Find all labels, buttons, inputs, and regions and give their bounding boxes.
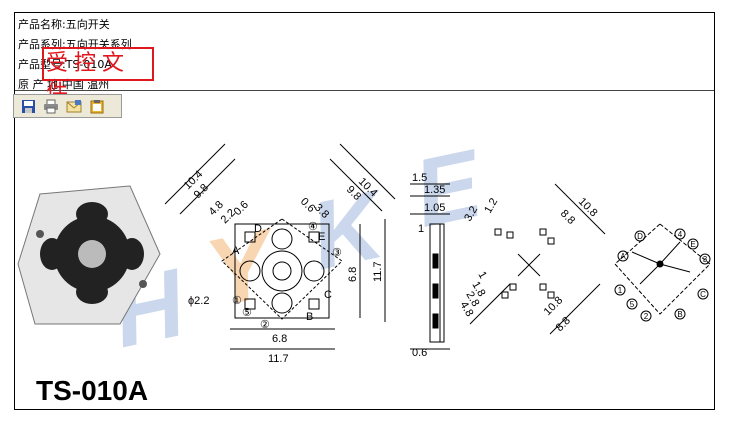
- sch-label-2: 2: [644, 312, 649, 321]
- pin-label-2: ②: [260, 319, 270, 331]
- side-dim-0: 1.5: [412, 172, 427, 184]
- dim-side-1: 11.7: [372, 261, 384, 282]
- pad-dim-2: 10.8: [576, 196, 600, 220]
- product-photo: [17, 185, 161, 325]
- pin-label-5: ⑤: [242, 307, 252, 319]
- side-dim-3: 1: [418, 223, 424, 235]
- controlled-document-stamp: 受控文件: [42, 47, 154, 106]
- pin-label-b: B: [306, 311, 313, 323]
- main-footprint: [164, 143, 396, 350]
- sch-label-3: 3: [703, 255, 708, 264]
- side-dim-4: 0.6: [412, 347, 427, 359]
- sch-label-b: B: [677, 310, 682, 319]
- origin: 原 产 地:中国 温州: [18, 78, 110, 91]
- sch-label-a: A: [620, 252, 626, 261]
- dim-side-0: 6.8: [347, 267, 359, 282]
- dim-bottom-1: 11.7: [268, 353, 289, 365]
- watermark: H Y K E: [104, 129, 493, 368]
- pad-dim-9: 8.8: [554, 315, 573, 334]
- pin-label-4: ④: [308, 221, 318, 233]
- side-dim-1: 1.35: [424, 184, 445, 196]
- side-view: [410, 183, 450, 350]
- pad-layout: [469, 183, 606, 335]
- pad-dim-3: 8.8: [558, 208, 577, 227]
- toolbar: [13, 94, 122, 118]
- pad-dim-4: 1: [475, 270, 488, 281]
- clipboard-icon[interactable]: [88, 97, 106, 115]
- pad-dim-8: 10.8: [542, 294, 566, 318]
- sch-label-5: 5: [630, 300, 635, 309]
- sch-label-c: C: [700, 290, 706, 299]
- sch-label-d: D: [637, 232, 643, 241]
- email-icon[interactable]: [65, 97, 83, 115]
- sch-label-e: E: [690, 240, 695, 249]
- side-dim-2: 1.05: [424, 202, 445, 214]
- product-name: 产品名称:五向开关: [18, 18, 110, 31]
- pin-label-c: C: [324, 289, 332, 301]
- product-info: 产品名称:五向开关 产品系列:五向开关系列 产品型号:TS-010A 原 产 地…: [18, 15, 132, 95]
- schematic: [614, 223, 711, 322]
- sch-label-1: 1: [618, 286, 623, 295]
- model-label: TS-010A: [36, 375, 148, 406]
- technical-drawing: H Y K E 10.4: [17, 129, 711, 406]
- sch-label-4: 4: [678, 230, 683, 239]
- divider: [15, 90, 714, 91]
- diameter-label: ϕ2.2: [188, 295, 209, 307]
- product-model: 产品型号:TS-010A: [18, 58, 112, 71]
- pin-label-e: E: [318, 231, 325, 243]
- pin-label-d: D: [254, 223, 262, 235]
- save-icon[interactable]: [19, 97, 37, 115]
- pin-label-3: ③: [332, 247, 342, 259]
- pin-label-1: ①: [232, 295, 242, 307]
- dim-bottom-0: 6.8: [272, 333, 287, 345]
- pin-label-a: A: [232, 245, 240, 257]
- print-icon[interactable]: [42, 97, 60, 115]
